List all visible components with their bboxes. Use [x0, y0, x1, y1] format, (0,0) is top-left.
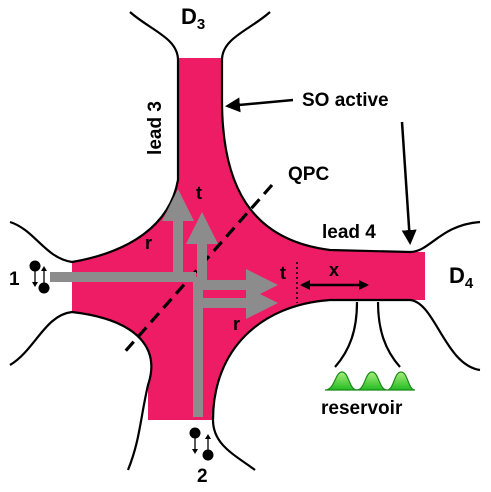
label-lead4: lead 4 — [322, 222, 376, 243]
label-qpc: QPC — [288, 164, 329, 185]
device-outline — [9, 11, 481, 471]
label-reservoir: reservoir — [321, 398, 403, 419]
label-transmission-right: t — [280, 263, 286, 283]
label-lead3: lead 3 — [145, 101, 166, 155]
spin-symbol-terminal-2 — [189, 427, 214, 461]
reservoir-wave-icon — [324, 371, 416, 391]
device-region — [72, 58, 425, 425]
outline-reservoir-left — [334, 301, 359, 368]
outline-bottom-left — [9, 310, 153, 471]
svg-text:D4: D4 — [449, 263, 474, 292]
outline-reservoir-right — [376, 301, 401, 368]
outline-bottom-right — [211, 298, 481, 471]
label-so-active: SO active — [302, 90, 389, 111]
so-active-arrow-1 — [225, 97, 294, 113]
outline-top-left — [9, 11, 180, 264]
spin-symbol-terminal-1 — [29, 260, 50, 294]
label-reflection-top: r — [145, 233, 152, 253]
transport-arrows — [50, 188, 279, 417]
label-terminal-2: 2 — [197, 466, 208, 487]
central-pink-region — [72, 58, 425, 425]
label-d3: D3 — [181, 4, 205, 33]
label-terminal-1: 1 — [9, 269, 20, 290]
outline-top-right — [220, 11, 481, 254]
label-reflection-right: r — [233, 314, 240, 334]
so-active-arrow-2 — [400, 121, 417, 245]
label-transmission-top: t — [196, 183, 202, 203]
svg-text:D3: D3 — [181, 4, 205, 33]
label-x: x — [329, 260, 339, 280]
label-d4: D4 — [449, 263, 474, 292]
